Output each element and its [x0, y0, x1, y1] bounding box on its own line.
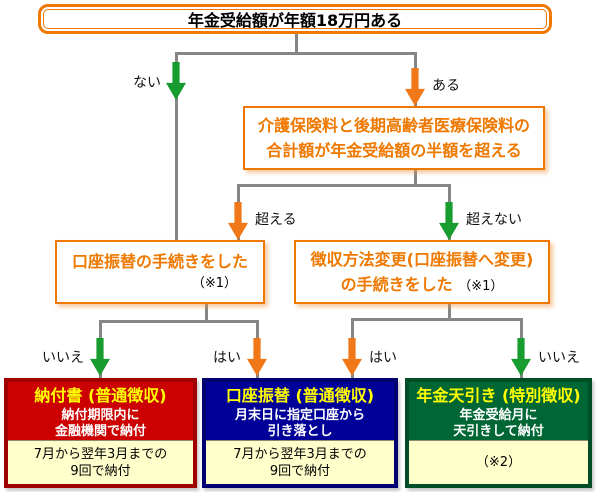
result-payment-slip-note2: 9回で納付 [70, 463, 131, 479]
result-payment-slip-box: 納付書 (普通徴収) 納付期限内に 金融機関で納付 7月から翌年3月までの 9回… [4, 378, 197, 488]
result-pension-deduction-box: 年金天引き (特別徴収) 年金受給月に 天引きして納付 （※2） [405, 378, 592, 488]
branch-label-koenai: 超えない [466, 212, 522, 228]
question-method-change-box: 徴収方法変更(口座振替へ変更) の手続きをした （※1） [294, 240, 550, 304]
question-account-transfer-text: 口座振替の手続きをした [71, 252, 248, 271]
green-down-arrow-icon [166, 62, 186, 100]
result-pension-deduction-note-panel: （※2） [409, 440, 588, 484]
question-premium-half-box: 介護保険料と後期高齢者医療保険料の 合計額が年金受給額の半額を超える [243, 106, 545, 170]
branch-label-aru: ある [432, 78, 460, 94]
branch-label-iie-right: いいえ [538, 350, 580, 366]
connector-line [295, 32, 298, 54]
result-account-transfer-note-panel: 7月から翌年3月までの 9回で納付 [206, 440, 394, 484]
result-payment-slip-note1: 7月から翌年3月までの [33, 446, 168, 462]
connector-line [205, 304, 208, 323]
green-down-arrow-icon [90, 338, 110, 376]
branch-label-hai-right: はい [369, 350, 397, 366]
branch-label-hai-left: はい [213, 350, 241, 366]
result-payment-slip-title: 納付書 (普通徴収) [34, 386, 167, 405]
question-pension-amount-box: 年金受給額が年額18万円ある [38, 4, 552, 34]
connector-line [99, 320, 259, 323]
orange-down-arrow-icon [247, 338, 267, 376]
branch-label-iie-left: いいえ [42, 350, 84, 366]
branch-label-nai: ない [133, 75, 161, 91]
connector-line [175, 52, 178, 240]
result-pension-deduction-body1: 年金受給月に [459, 408, 538, 423]
result-pension-deduction-body: 年金受給月に 天引きして納付 [409, 408, 588, 440]
result-account-transfer-title: 口座振替 (普通徴収) [225, 386, 375, 405]
note-ref-2: （※2） [475, 455, 522, 470]
green-down-arrow-icon [439, 202, 459, 240]
green-down-arrow-icon [511, 338, 531, 376]
question-pension-amount-text: 年金受給額が年額18万円ある [43, 9, 547, 30]
orange-down-arrow-icon [228, 202, 248, 240]
connector-line [237, 184, 451, 187]
question-method-change-line2: の手続きをした （※1） [296, 272, 548, 299]
result-pension-deduction-title: 年金天引き (特別徴収) [416, 386, 581, 405]
connector-line [448, 304, 451, 321]
orange-down-arrow-icon [342, 338, 362, 376]
note-ref-1: （※1） [191, 276, 237, 291]
orange-down-arrow-icon [405, 68, 425, 106]
connector-line [175, 52, 417, 55]
result-payment-slip-note-panel: 7月から翌年3月までの 9回で納付 [8, 440, 193, 484]
result-account-transfer-body: 月末日に指定口座から 引き落とし [206, 408, 394, 440]
note-ref-1: （※1） [458, 279, 504, 294]
branch-label-koeru: 超える [255, 212, 297, 228]
question-method-change-line1: 徴収方法変更(口座振替へ変更) [310, 250, 534, 269]
result-payment-slip-body2: 金融機関で納付 [54, 424, 146, 439]
result-account-transfer-note1: 7月から翌年3月までの [233, 446, 367, 462]
result-pension-deduction-body2: 天引きして納付 [453, 424, 544, 439]
result-account-transfer-body2: 引き落とし [267, 424, 333, 439]
question-account-transfer-box: 口座振替の手続きをした （※1） [55, 240, 265, 304]
connector-line [414, 170, 417, 187]
question-premium-half-line1: 介護保険料と後期高齢者医療保険料の [257, 116, 530, 135]
connector-line [351, 318, 523, 321]
question-method-change-line2-text: の手続きをした [340, 275, 459, 294]
result-account-transfer-box: 口座振替 (普通徴収) 月末日に指定口座から 引き落とし 7月から翌年3月までの… [202, 378, 398, 488]
result-payment-slip-body1: 納付期限内に [61, 408, 140, 423]
result-payment-slip-body: 納付期限内に 金融機関で納付 [8, 408, 193, 440]
result-account-transfer-note2: 9回で納付 [269, 463, 331, 479]
question-premium-half-line2: 合計額が年金受給額の半額を超える [266, 141, 522, 160]
result-account-transfer-body1: 月末日に指定口座から [234, 408, 365, 423]
